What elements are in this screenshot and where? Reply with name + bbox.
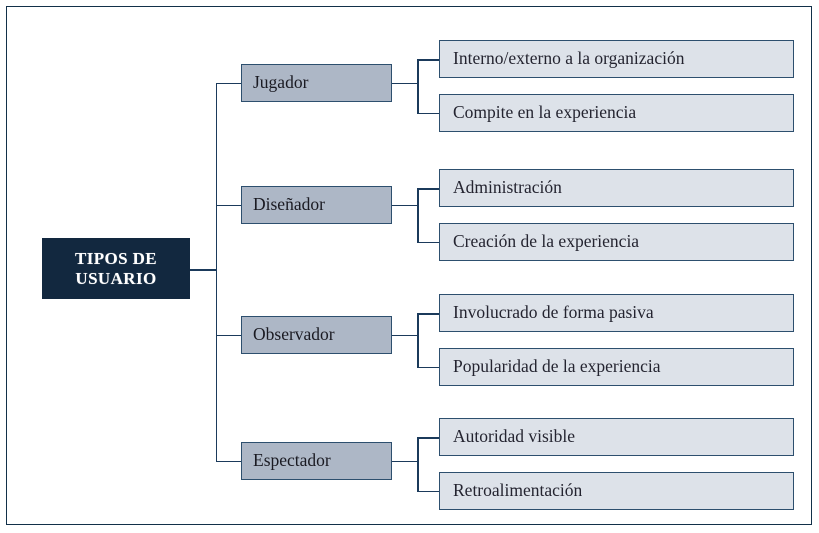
connector-observador-stub [392,334,418,336]
connector-disenador-stub [392,204,418,206]
category-node-disenador[interactable]: Diseñador [241,186,392,224]
connector-root-stub [184,269,217,271]
connector-main-trunk [215,83,217,461]
category-node-label: Espectador [253,450,331,471]
category-node-label: Jugador [253,72,309,93]
connector-espectador-stub [392,460,418,462]
connector-disenador-child-2 [417,241,440,243]
category-node-espectador[interactable]: Espectador [241,442,392,480]
connector-jugador-bus [417,59,419,114]
connector-disenador-bus [417,188,419,243]
leaf-node-label: Popularidad de la experiencia [453,355,661,376]
leaf-node-observador-2[interactable]: Popularidad de la experiencia [439,347,794,386]
leaf-node-jugador-2[interactable]: Compite en la experiencia [439,93,794,132]
connector-jugador-stub [392,82,418,84]
category-node-label: Observador [253,324,335,345]
diagram-frame: TIPOS DE USUARIO Jugador Diseñador Obser… [6,6,812,525]
connector-trunk-to-observador [215,334,242,336]
leaf-node-espectador-2[interactable]: Retroalimentación [439,471,794,510]
connector-espectador-child-2 [417,490,440,492]
root-node-label: TIPOS DE USUARIO [74,249,158,288]
leaf-node-label: Autoridad visible [453,426,575,447]
connector-trunk-to-espectador [215,460,242,462]
leaf-node-label: Administración [453,177,562,198]
connector-observador-child-2 [417,366,440,368]
category-node-jugador[interactable]: Jugador [241,64,392,102]
connector-disenador-child-1 [417,188,440,190]
leaf-node-espectador-1[interactable]: Autoridad visible [439,418,794,456]
connector-trunk-to-disenador [215,204,242,206]
connector-observador-child-1 [417,313,440,315]
category-node-observador[interactable]: Observador [241,316,392,354]
connector-jugador-child-2 [417,112,440,114]
category-node-label: Diseñador [253,194,325,215]
connector-espectador-bus [417,437,419,492]
connector-trunk-to-jugador [215,82,242,84]
root-node-tipos-de-usuario[interactable]: TIPOS DE USUARIO [42,238,190,299]
leaf-node-label: Retroalimentación [453,479,583,500]
connector-jugador-child-1 [417,59,440,61]
leaf-node-disenador-2[interactable]: Creación de la experiencia [439,222,794,261]
leaf-node-label: Creación de la experiencia [453,230,640,251]
connector-observador-bus [417,313,419,368]
leaf-node-label: Interno/externo a la organización [453,48,685,69]
leaf-node-jugador-1[interactable]: Interno/externo a la organización [439,40,794,78]
leaf-node-disenador-1[interactable]: Administración [439,169,794,207]
leaf-node-label: Involucrado de forma pasiva [453,302,654,323]
leaf-node-observador-1[interactable]: Involucrado de forma pasiva [439,294,794,332]
connector-espectador-child-1 [417,437,440,439]
leaf-node-label: Compite en la experiencia [453,101,637,122]
